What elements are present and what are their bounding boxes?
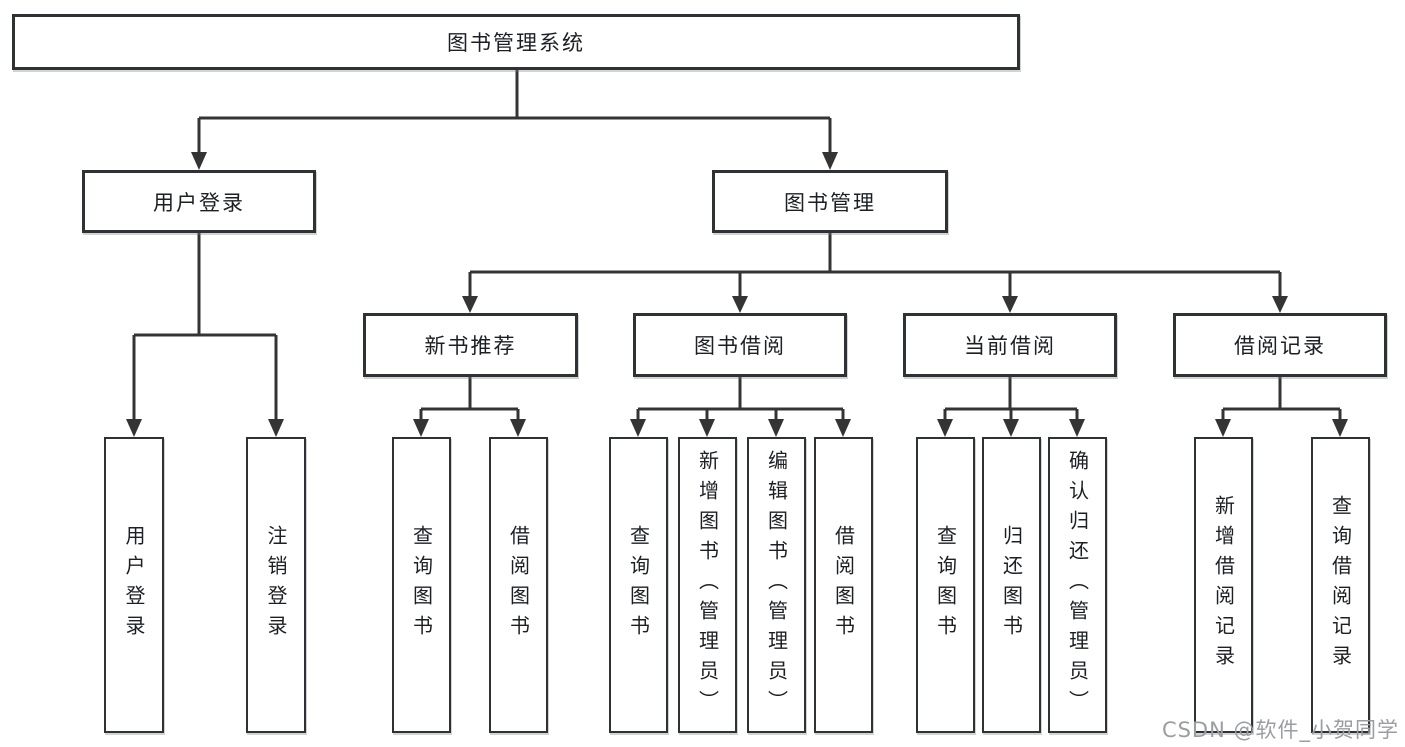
leaf-logout-login: 注销登录 xyxy=(246,437,306,733)
leaf-records-query-record: 查询借阅记录 xyxy=(1311,437,1370,733)
node-label: 用户登录 xyxy=(153,190,245,215)
connector-user-login-children xyxy=(132,233,278,422)
connector-root-to-level2 xyxy=(197,70,832,156)
node-label: 新增图书（管理员） xyxy=(695,450,720,720)
leaf-current-query-books: 查询图书 xyxy=(916,437,975,733)
leaf-recommend-query-books: 查询图书 xyxy=(392,437,451,733)
connector-current-borrowing-children xyxy=(943,377,1079,422)
connector-book-management-children xyxy=(468,233,1282,299)
node-library-management-system: 图书管理系统 xyxy=(12,14,1020,70)
node-label: 查询借阅记录 xyxy=(1328,495,1353,675)
node-label: 归还图书 xyxy=(999,525,1024,645)
node-label: 新书推荐 xyxy=(424,334,517,358)
node-label: 确认归还（管理员） xyxy=(1065,450,1090,720)
leaf-current-return-books: 归还图书 xyxy=(982,437,1041,733)
node-label: 查询图书 xyxy=(409,525,434,645)
leaf-user-login: 用户登录 xyxy=(104,437,164,733)
node-user-login: 用户登录 xyxy=(82,170,316,233)
node-borrow-records: 借阅记录 xyxy=(1173,313,1387,377)
connector-borrow-records-children xyxy=(1221,377,1342,422)
node-label: 借阅记录 xyxy=(1234,334,1326,358)
leaf-records-add-record: 新增借阅记录 xyxy=(1194,437,1253,733)
leaf-borrowing-add-books-admin: 新增图书（管理员） xyxy=(678,437,737,733)
leaf-recommend-borrow-books: 借阅图书 xyxy=(489,437,548,733)
node-label: 用户登录 xyxy=(122,525,146,645)
node-new-book-recommend: 新书推荐 xyxy=(363,313,578,377)
leaf-borrowing-borrow-books: 借阅图书 xyxy=(814,437,873,733)
node-label: 查询图书 xyxy=(626,525,651,645)
node-label: 新增借阅记录 xyxy=(1211,495,1236,675)
node-label: 借阅图书 xyxy=(506,525,531,645)
node-label: 借阅图书 xyxy=(831,525,856,645)
node-label: 当前借阅 xyxy=(964,334,1056,358)
connector-new-book-children xyxy=(419,377,520,422)
leaf-borrowing-edit-books-admin: 编辑图书（管理员） xyxy=(747,437,806,733)
node-label: 注销登录 xyxy=(264,525,288,645)
leaf-borrowing-query-books: 查询图书 xyxy=(609,437,668,733)
leaf-current-confirm-return-admin: 确认归还（管理员） xyxy=(1048,437,1107,733)
node-book-borrowing: 图书借阅 xyxy=(633,313,847,377)
node-current-borrowing: 当前借阅 xyxy=(903,313,1117,377)
node-label: 编辑图书（管理员） xyxy=(764,450,789,720)
connector-book-borrowing-children xyxy=(636,377,845,422)
node-book-management: 图书管理 xyxy=(712,170,948,233)
csdn-watermark: CSDN @软件_小贺同学 xyxy=(1161,718,1399,742)
node-label: 查询图书 xyxy=(933,525,958,645)
node-label: 图书管理系统 xyxy=(447,31,585,55)
node-label: 图书借阅 xyxy=(694,334,786,358)
node-label: 图书管理 xyxy=(784,190,876,215)
